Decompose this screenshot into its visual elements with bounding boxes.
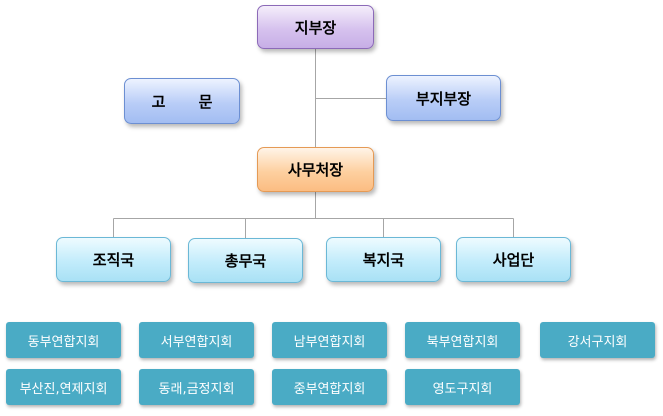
branch-label: 중부연합지회: [293, 381, 366, 397]
branch-label: 북부연합지회: [426, 334, 499, 350]
vice-head-box: 부지부장: [386, 75, 501, 121]
department-box: 사업단: [456, 237, 571, 282]
branch-label: 서부연합지회: [160, 334, 233, 350]
branch-label: 부산진,연제지회: [19, 381, 108, 397]
department-label: 복지국: [362, 251, 405, 269]
branch-box: 북부연합지회: [405, 322, 520, 358]
branch-label: 동래,금정지회: [158, 381, 235, 397]
branch-box: 부산진,연제지회: [6, 369, 121, 405]
branch-box: 강서구지회: [540, 322, 655, 358]
branch-box: 중부연합지회: [272, 369, 387, 405]
branch-box: 영도구지회: [405, 369, 520, 405]
department-box: 총무국: [188, 238, 303, 283]
department-label: 사업단: [492, 251, 535, 269]
branch-box: 동부연합지회: [6, 322, 121, 358]
branch-box: 남부연합지회: [272, 322, 387, 358]
department-box: 조직국: [56, 237, 171, 282]
advisor-box: 고 문: [124, 78, 240, 124]
branch-label: 강서구지회: [567, 334, 628, 350]
department-box: 복지국: [326, 237, 441, 282]
branch-box: 동래,금정지회: [139, 369, 254, 405]
branch-label: 동부연합지회: [27, 334, 100, 350]
branch-label: 영도구지회: [432, 381, 493, 397]
vice-head-label: 부지부장: [415, 89, 472, 108]
secretary-general-label: 사무처장: [287, 161, 344, 179]
secretary-general-box: 사무처장: [257, 147, 374, 192]
branch-label: 남부연합지회: [293, 334, 366, 350]
head-label: 지부장: [294, 18, 337, 37]
department-label: 총무국: [224, 252, 267, 270]
branch-box: 서부연합지회: [139, 322, 254, 358]
advisor-label: 고 문: [151, 92, 227, 111]
department-label: 조직국: [92, 251, 135, 269]
head-box: 지부장: [257, 5, 374, 49]
